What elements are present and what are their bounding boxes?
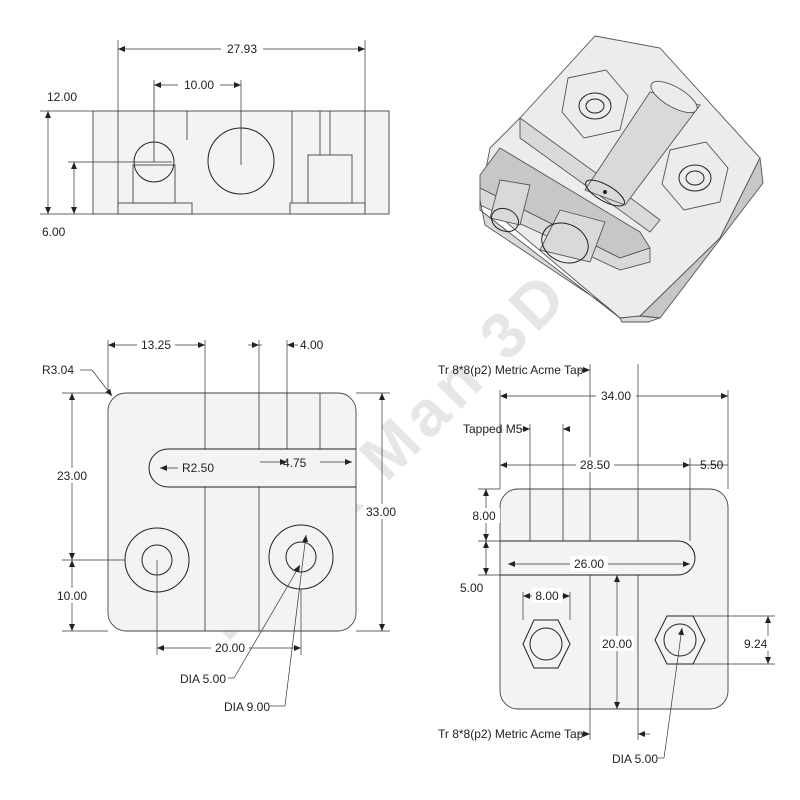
nut-width-dim-label: 8.00 — [535, 589, 559, 603]
top-view-right: Tr 8*8(p2) Metric Acme Tap 34.00 Tapped … — [438, 363, 786, 766]
slot-radius-dim-label: R2.50 — [182, 461, 214, 475]
upper-dim-label: 8.00 — [472, 509, 496, 523]
large-dia-dim-label: DIA 9.00 — [224, 700, 270, 714]
width-dim-label: 27.93 — [227, 42, 257, 56]
tapped-m5-label: Tapped M5 — [463, 422, 523, 436]
wall-dim-label: 4.00 — [300, 338, 324, 352]
spacing-dim-label: 10.00 — [184, 78, 214, 92]
offset-dim-label: 4.75 — [283, 456, 307, 470]
nut-across-corners-dim-label: 9.24 — [744, 637, 768, 651]
center-height-dim-label: 6.00 — [42, 225, 66, 239]
total-height-dim-label: 33.00 — [366, 505, 396, 519]
lower-height-dim-label: 10.00 — [57, 589, 87, 603]
upper-height-dim-label: 23.00 — [57, 469, 87, 483]
height-dim-label: 12.00 — [47, 90, 77, 104]
corner-radius-dim-label: R3.04 — [42, 363, 74, 377]
acme-tap-bottom-label: Tr 8*8(p2) Metric Acme Tap — [438, 727, 584, 741]
hole-dia-dim-label: DIA 5.00 — [612, 752, 658, 766]
hole-spacing-dim-label: 20.00 — [215, 641, 245, 655]
acme-tap-top-label: Tr 8*8(p2) Metric Acme Tap — [438, 363, 584, 377]
slot-length-dim-label: 28.50 — [580, 458, 610, 472]
right-margin-dim-label: 5.50 — [700, 458, 724, 472]
top-view-left: 13.25 4.00 R3.04 R2.50 4.75 23.00 10.00 … — [42, 337, 398, 714]
isometric-view — [479, 35, 764, 323]
small-dia-dim-label: DIA 5.00 — [180, 672, 226, 686]
lower-height-dim-label-right: 20.00 — [602, 637, 632, 651]
slot-width-dim-label: 5.00 — [460, 581, 484, 595]
total-width-dim-label: 34.00 — [601, 389, 631, 403]
front-view: 27.93 10.00 12.00 6.00 — [40, 40, 390, 239]
slot-depth-dim-label: 13.25 — [141, 338, 171, 352]
slot-inner-dim-label: 26.00 — [574, 557, 604, 571]
